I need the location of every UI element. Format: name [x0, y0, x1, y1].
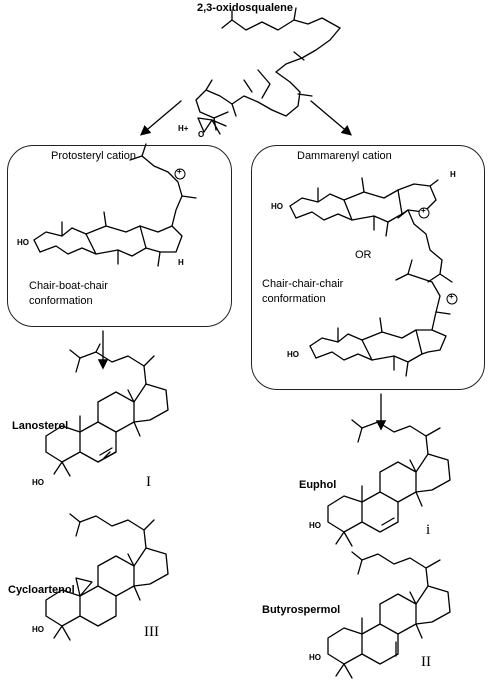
dammarenyl-cation-structure [289, 177, 453, 283]
cycloartenol-structure [45, 513, 169, 641]
cycloartenol-ho: HO [32, 625, 44, 634]
lanosterol-ho: HO [32, 478, 44, 487]
dammarenyl-charge-2: + [449, 292, 454, 301]
chair-chair-chair-line2: conformation [262, 293, 326, 305]
butyrospermol-numeral: II [421, 654, 431, 670]
cycloartenol-numeral: III [144, 624, 159, 640]
dammarenyl-ho-2: HO [287, 350, 299, 359]
protosteryl-h: H [178, 258, 184, 267]
protosteryl-title: Protosteryl cation [51, 150, 136, 162]
cycloartenol-name: Cycloartenol [8, 584, 75, 596]
protosteryl-box [7, 145, 232, 327]
dammarenyl-h: H [450, 170, 456, 179]
protosteryl-ho: HO [17, 238, 29, 247]
dammarenyl-title: Dammarenyl cation [297, 150, 392, 162]
dammarenyl-charge-1: + [421, 206, 426, 215]
euphol-ho: HO [309, 521, 321, 530]
chair-boat-chair-line1: Chair-boat-chair [29, 280, 108, 292]
proton-label: H+ [178, 124, 189, 133]
butyrospermol-structure [327, 551, 451, 679]
euphol-structure [327, 419, 451, 547]
butyrospermol-ho: HO [309, 653, 321, 662]
or-text: OR [355, 249, 372, 261]
lanosterol-name: Lanosterol [12, 420, 69, 432]
oxidosqualene-structure [195, 7, 341, 135]
lanosterol-structure [45, 343, 169, 477]
protosteryl-cation-structure [33, 143, 197, 267]
dammarenyl-chair-structure [309, 259, 451, 377]
epoxide-oxygen-label: O [198, 130, 205, 139]
lanosterol-numeral: I [146, 474, 151, 490]
charge-circle-left [174, 168, 186, 180]
butyrospermol-name: Butyrospermol [262, 604, 341, 616]
charge-circle-right-1 [418, 207, 430, 219]
euphol-name: Euphol [299, 479, 337, 491]
chair-boat-chair-line2: conformation [29, 295, 93, 307]
protosteryl-charge: + [177, 167, 182, 176]
dammarenyl-ho-1: HO [271, 202, 283, 211]
chair-chair-chair-line1: Chair-chair-chair [262, 278, 344, 290]
page-title: 2,3-oxidosqualene [197, 2, 293, 14]
dammarenyl-box [251, 145, 485, 390]
charge-circle-right-2 [446, 293, 458, 305]
euphol-numeral: i [426, 522, 431, 538]
